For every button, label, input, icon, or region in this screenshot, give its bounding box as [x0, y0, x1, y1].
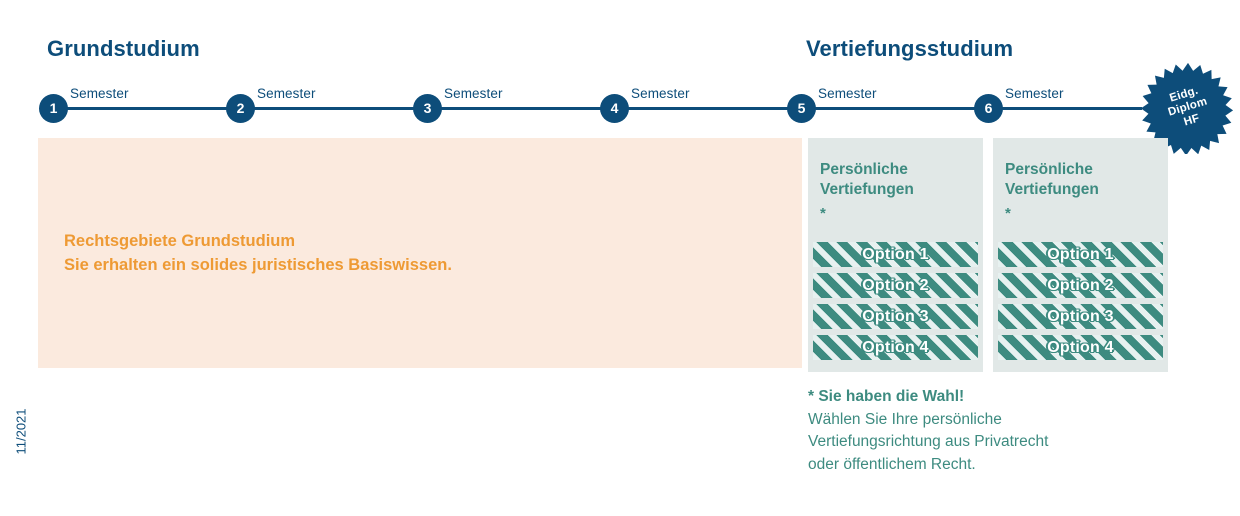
option-bar-label: Option 3	[1047, 307, 1114, 325]
section-title-grundstudium: Grundstudium	[47, 36, 200, 61]
semester-label-1: Semester	[70, 86, 129, 101]
footnote-title: * Sie haben die Wahl!	[808, 388, 965, 405]
semester-node-1[interactable]: 1	[39, 94, 68, 123]
vertiefung-asterisk: *	[820, 205, 826, 222]
option-bar[interactable]: Option 1	[998, 242, 1163, 267]
option-bar[interactable]: Option 3	[998, 304, 1163, 329]
option-bar[interactable]: Option 1	[813, 242, 978, 267]
semester-node-2[interactable]: 2	[226, 94, 255, 123]
option-bar[interactable]: Option 2	[813, 273, 978, 298]
option-bar[interactable]: Option 2	[998, 273, 1163, 298]
option-list: Option 1 Option 2 Option 3 Option 4	[998, 242, 1163, 366]
option-bar[interactable]: Option 4	[813, 335, 978, 360]
semester-label-5: Semester	[818, 86, 877, 101]
option-bar[interactable]: Option 3	[813, 304, 978, 329]
semester-label-6: Semester	[1005, 86, 1064, 101]
footnote-body: Wählen Sie Ihre persönliche Vertiefungsr…	[808, 410, 1049, 473]
option-bar-label: Option 4	[1047, 338, 1114, 356]
option-bar-label: Option 3	[862, 307, 929, 325]
option-bar-label: Option 1	[862, 245, 929, 263]
timeline-line	[52, 107, 1142, 110]
vertiefung-heading: Persönliche Vertiefungen	[1005, 161, 1099, 199]
option-bar-label: Option 1	[1047, 245, 1114, 263]
semester-label-3: Semester	[444, 86, 503, 101]
grundstudium-description: Rechtsgebiete Grundstudium Sie erhalten …	[64, 232, 452, 274]
option-list: Option 1 Option 2 Option 3 Option 4	[813, 242, 978, 366]
option-bar[interactable]: Option 4	[998, 335, 1163, 360]
eidg-diplom-hf-badge: Eidg. Diplom HF	[1142, 62, 1234, 154]
semester-node-5[interactable]: 5	[787, 94, 816, 123]
vertiefung-asterisk: *	[1005, 205, 1011, 222]
option-bar-label: Option 4	[862, 338, 929, 356]
date-stamp: 11/2021	[13, 408, 29, 455]
semester-node-3[interactable]: 3	[413, 94, 442, 123]
grundstudium-panel: Rechtsgebiete Grundstudium Sie erhalten …	[38, 138, 802, 368]
option-bar-label: Option 2	[862, 276, 929, 294]
vertiefung-heading: Persönliche Vertiefungen	[820, 161, 914, 199]
footnote: * Sie haben die Wahl! Wählen Sie Ihre pe…	[808, 386, 1168, 477]
semester-label-2: Semester	[257, 86, 316, 101]
section-title-vertiefungsstudium: Vertiefungsstudium	[806, 36, 1014, 61]
semester-node-6[interactable]: 6	[974, 94, 1003, 123]
starburst-icon	[1142, 62, 1234, 154]
option-bar-label: Option 2	[1047, 276, 1114, 294]
semester-node-4[interactable]: 4	[600, 94, 629, 123]
semester-label-4: Semester	[631, 86, 690, 101]
